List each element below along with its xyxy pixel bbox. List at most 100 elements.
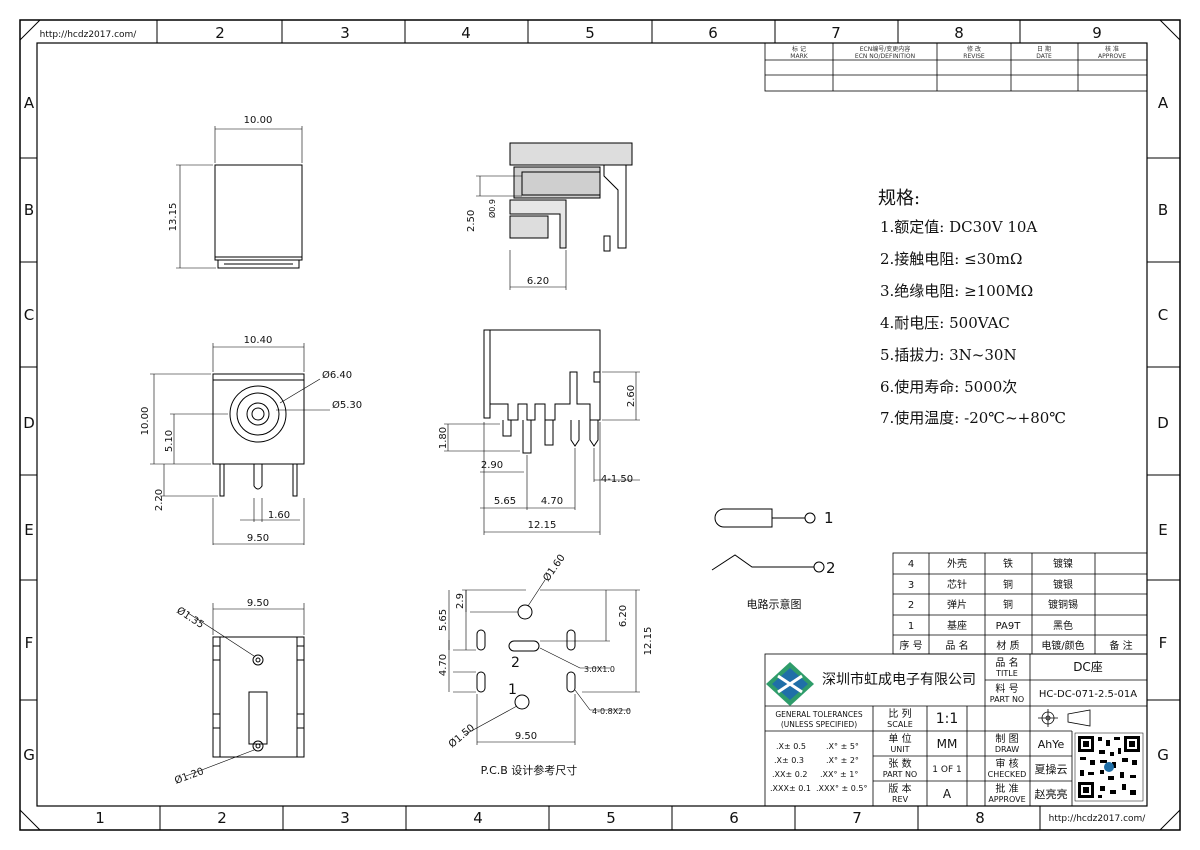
dim-label: 12.15 bbox=[528, 520, 557, 531]
spec-item: 7.使用温度: -20℃~+80℃ bbox=[880, 409, 1067, 427]
side-section-view bbox=[476, 142, 633, 290]
top-view bbox=[176, 126, 303, 269]
field-label: 批 准 bbox=[995, 782, 1018, 795]
rev-header: ECN NO/DEFINITION bbox=[855, 53, 915, 60]
dim-label: 4-1.50 bbox=[601, 474, 633, 485]
side-view bbox=[444, 329, 640, 535]
approver-name: 赵亮亮 bbox=[1035, 787, 1068, 801]
row-label: B bbox=[1158, 201, 1168, 219]
field-label: UNIT bbox=[890, 745, 909, 754]
circuit-pin-label: 2 bbox=[826, 559, 836, 577]
pcb-layout bbox=[448, 579, 640, 745]
pin-label: 2 bbox=[511, 655, 520, 671]
rev-header: MARK bbox=[790, 53, 808, 60]
svg-text:铜: 铜 bbox=[1003, 579, 1013, 591]
col-label: 8 bbox=[954, 24, 964, 42]
col-label: 5 bbox=[606, 809, 616, 827]
rev-header: 标 记 bbox=[792, 45, 806, 53]
col-label: 2 bbox=[217, 809, 227, 827]
svg-text:芯针: 芯针 bbox=[947, 578, 967, 591]
col-label: 9 bbox=[1092, 24, 1102, 42]
rev-header: ECN编号/变更内容 bbox=[860, 45, 911, 53]
dim-label: Ø1.20 bbox=[173, 765, 205, 787]
rev-header: 修 改 bbox=[967, 45, 981, 53]
svg-text:镀银: 镀银 bbox=[1053, 578, 1073, 591]
field-label: 审 核 bbox=[995, 757, 1018, 770]
field-label: APPROVE bbox=[988, 795, 1025, 804]
dim-label: Ø1.60 bbox=[541, 552, 568, 584]
dim-label: 6.20 bbox=[527, 276, 549, 287]
svg-text:.XXX± 0.1: .XXX± 0.1 bbox=[770, 784, 811, 793]
row-label: C bbox=[24, 306, 34, 324]
dim-label: 1.60 bbox=[268, 510, 290, 521]
circuit-diagram bbox=[711, 508, 825, 573]
svg-text:基座: 基座 bbox=[947, 619, 967, 632]
rev-header: DATE bbox=[1036, 53, 1052, 60]
dim-label: 9.50 bbox=[515, 731, 537, 742]
field-label: 单 位 bbox=[888, 732, 911, 745]
col-label: 5 bbox=[585, 24, 595, 42]
row-label: C bbox=[1158, 306, 1168, 324]
front-view bbox=[150, 343, 330, 545]
svg-text:2: 2 bbox=[908, 600, 914, 611]
dim-label: Ø5.30 bbox=[332, 399, 362, 411]
spec-title: 规格: bbox=[878, 188, 921, 209]
svg-text:镀铜锡: 镀铜锡 bbox=[1048, 598, 1078, 611]
svg-text:黑色: 黑色 bbox=[1053, 619, 1073, 632]
tolerance-title: (UNLESS SPECIFIED) bbox=[781, 720, 857, 729]
inner-border bbox=[36, 42, 1148, 807]
field-label: 张 数 bbox=[888, 757, 911, 770]
dim-label: 5.65 bbox=[438, 609, 449, 631]
sheet-value: 1 OF 1 bbox=[932, 765, 961, 775]
unit-value: MM bbox=[937, 737, 958, 751]
pin-label: 1 bbox=[508, 682, 517, 698]
svg-text:.XXX° ± 0.5°: .XXX° ± 0.5° bbox=[816, 784, 868, 793]
spec-item: 1.额定值: DC30V 10A bbox=[880, 218, 1038, 236]
dim-label: Ø1.35 bbox=[174, 604, 206, 630]
svg-text:.X° ± 2°: .X° ± 2° bbox=[826, 756, 859, 765]
spec-item: 5.插拔力: 3N~30N bbox=[880, 346, 1017, 364]
svg-text:品 名: 品 名 bbox=[945, 639, 968, 652]
svg-text:.X° ± 5°: .X° ± 5° bbox=[826, 742, 859, 751]
row-label: D bbox=[23, 414, 35, 432]
dim-label: Ø0.9 bbox=[487, 199, 497, 218]
dim-label: 13.15 bbox=[168, 203, 179, 232]
row-label: G bbox=[23, 746, 35, 764]
col-label: 3 bbox=[340, 809, 350, 827]
field-label: 制 图 bbox=[995, 732, 1018, 745]
dim-label: 2.9 bbox=[455, 593, 466, 609]
svg-text:序 号: 序 号 bbox=[899, 639, 922, 652]
field-label: REV bbox=[892, 795, 909, 804]
svg-text:电镀/颜色: 电镀/颜色 bbox=[1041, 639, 1084, 652]
bom-table bbox=[892, 552, 1148, 655]
col-label: 8 bbox=[975, 809, 985, 827]
dim-label: 5.10 bbox=[164, 430, 175, 452]
dim-label: 2.90 bbox=[481, 460, 503, 471]
part-number: HC-DC-071-2.5-01A bbox=[1039, 689, 1137, 700]
title-block bbox=[764, 653, 1148, 807]
company-name: 深圳市虹成电子有限公司 bbox=[822, 671, 976, 688]
row-label: E bbox=[24, 521, 33, 539]
svg-text:铁: 铁 bbox=[1003, 557, 1013, 570]
row-label: G bbox=[1157, 746, 1169, 764]
dim-label: 4-0.8X2.0 bbox=[592, 707, 631, 716]
rev-header: APPROVE bbox=[1098, 53, 1126, 60]
svg-text:.X± 0.3: .X± 0.3 bbox=[774, 756, 804, 765]
qr-code bbox=[1074, 732, 1144, 802]
svg-text:PA9T: PA9T bbox=[996, 621, 1022, 632]
svg-text:材 质: 材 质 bbox=[996, 639, 1019, 652]
svg-text:3: 3 bbox=[908, 580, 914, 591]
title-label: 料 号 bbox=[995, 682, 1018, 695]
drawer-name: AhYe bbox=[1038, 738, 1065, 751]
col-label: 3 bbox=[340, 24, 350, 42]
row-label: E bbox=[1158, 521, 1167, 539]
row-label: A bbox=[24, 94, 35, 112]
svg-text:弹片: 弹片 bbox=[947, 598, 967, 611]
col-label: 2 bbox=[215, 24, 225, 42]
field-label: SCALE bbox=[887, 720, 913, 729]
svg-text:镀镍: 镀镍 bbox=[1053, 557, 1073, 570]
dim-label: Ø1.50 bbox=[446, 722, 477, 751]
company-logo bbox=[766, 662, 814, 706]
